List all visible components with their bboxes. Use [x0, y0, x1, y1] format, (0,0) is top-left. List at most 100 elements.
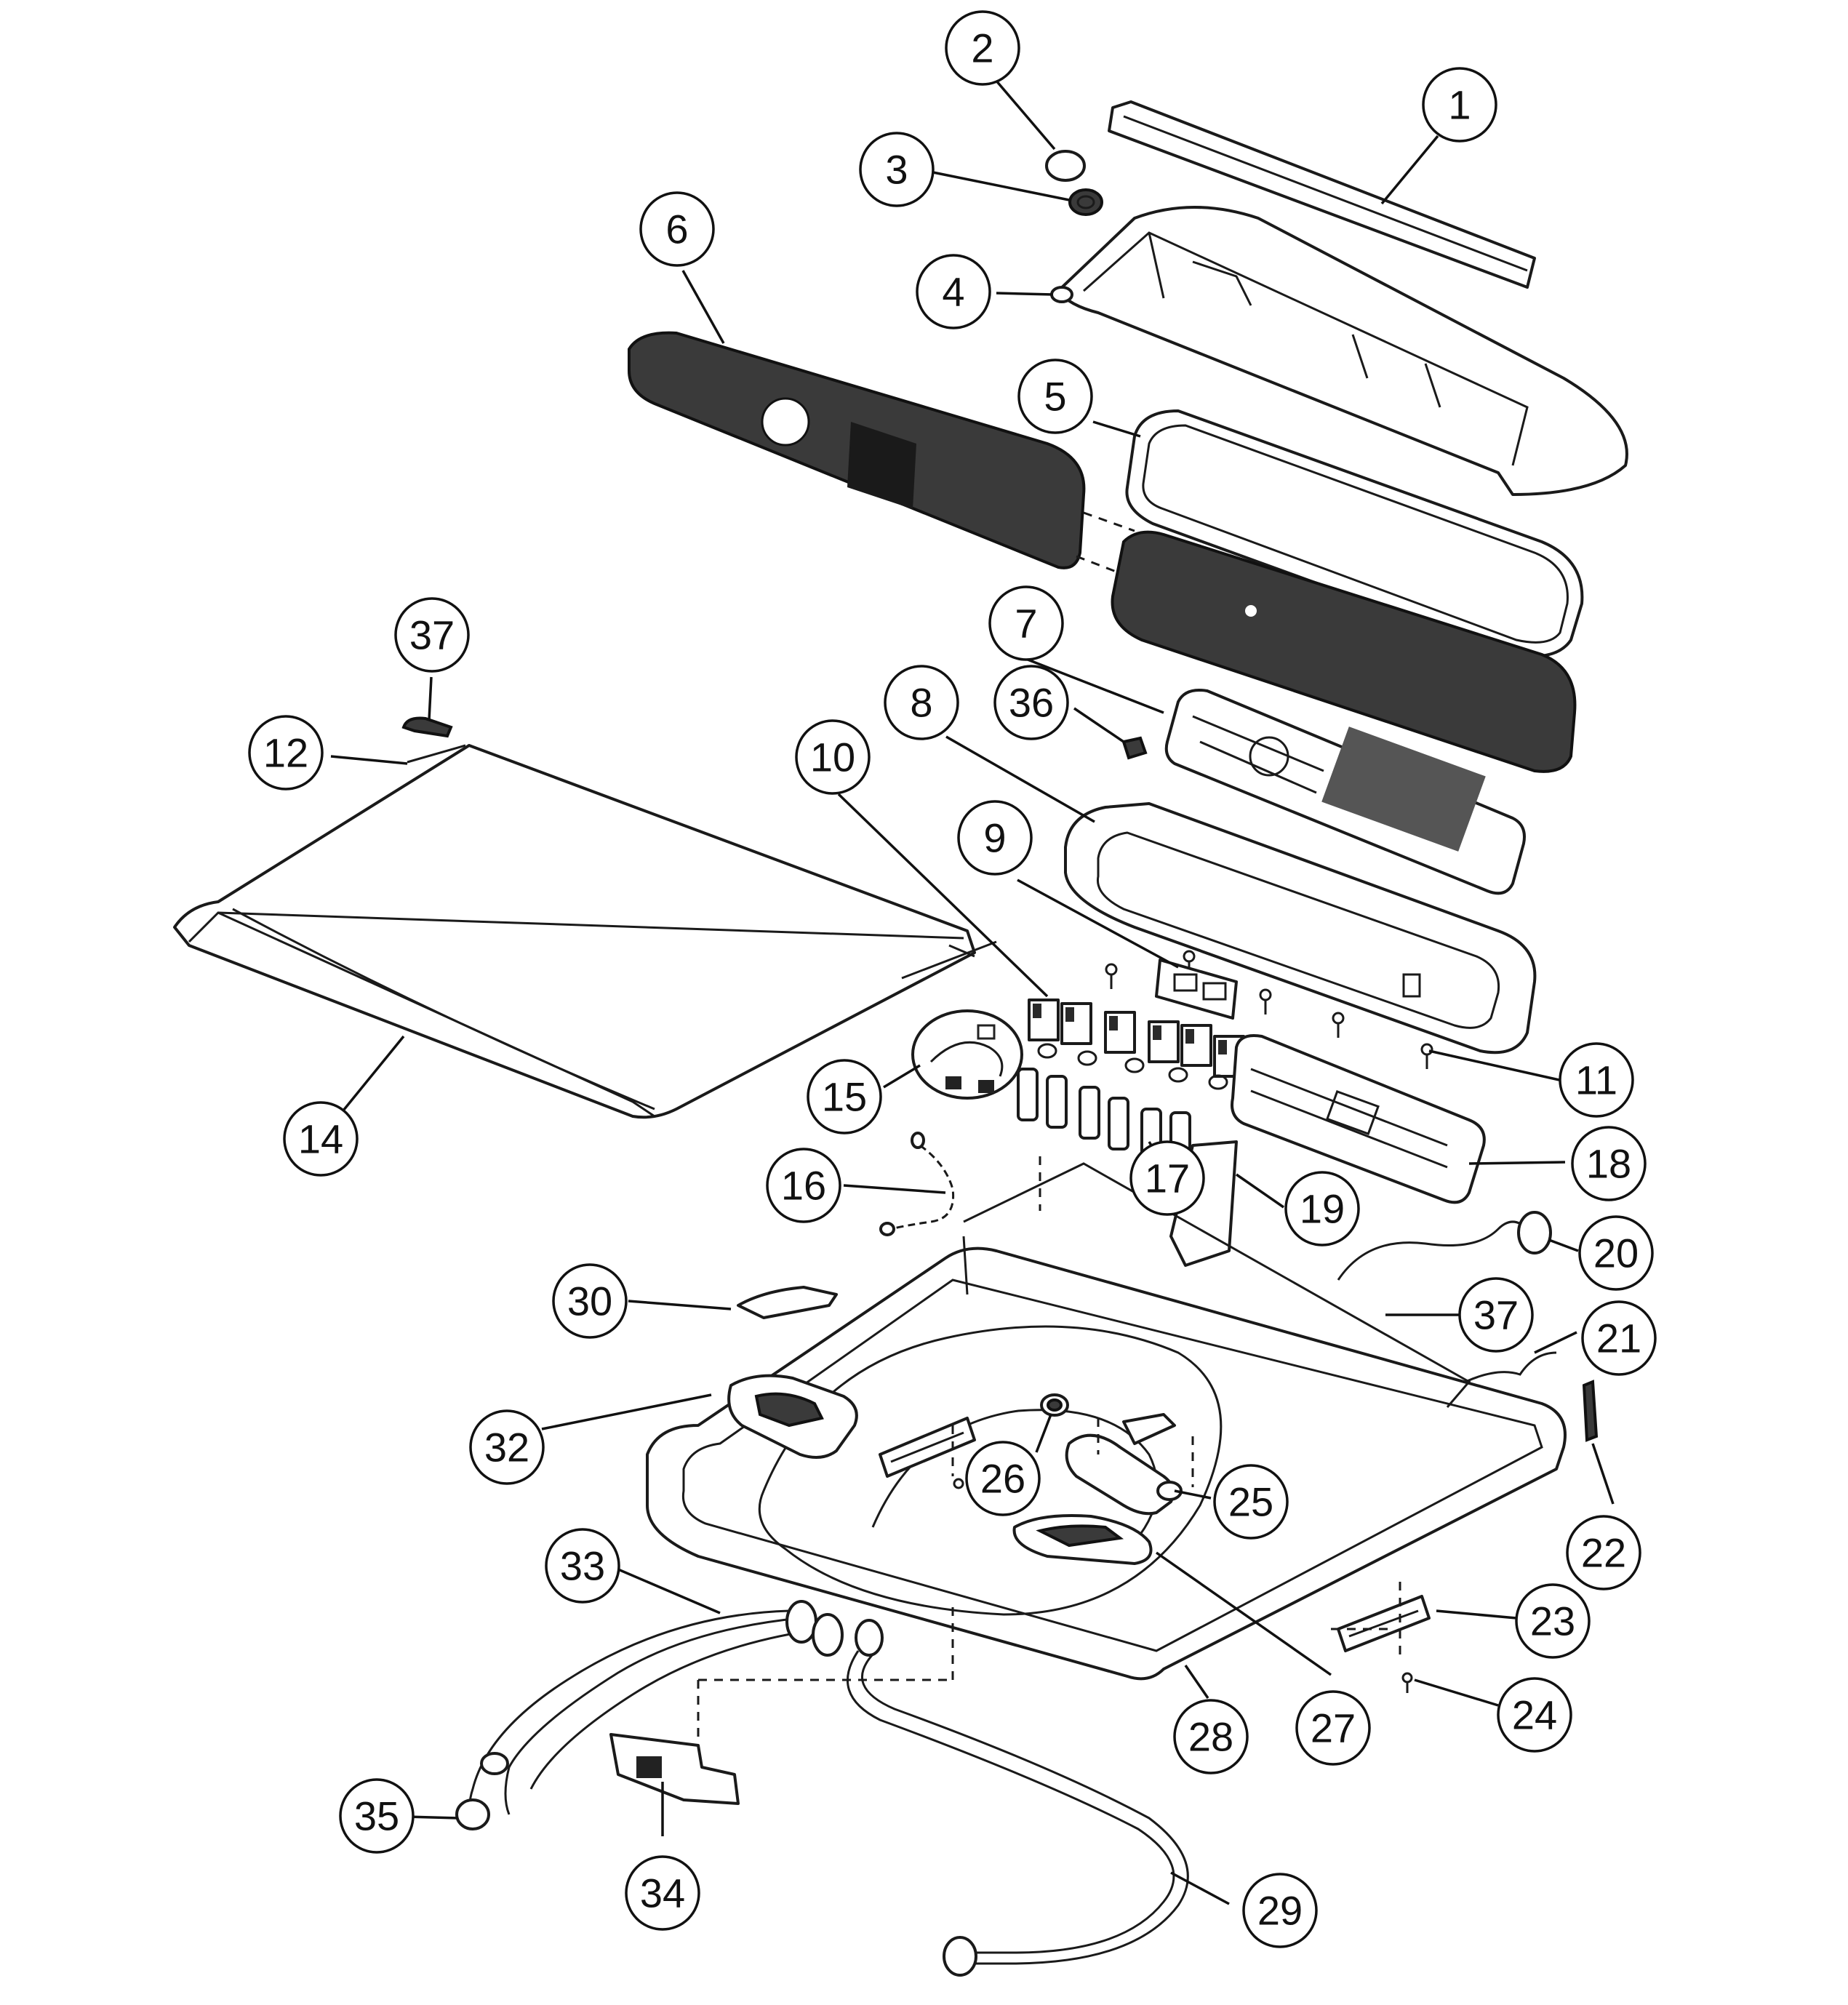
- leader-4: [996, 292, 1054, 296]
- callout-circle: [988, 585, 1064, 661]
- part-power-cord: [1337, 1211, 1552, 1281]
- callout-11: 11: [1559, 1042, 1634, 1118]
- callout-circle: [766, 1148, 841, 1223]
- part-sensor-assembly: [609, 1733, 740, 1805]
- callout-32: 32: [469, 1409, 545, 1485]
- parts-drawing: [173, 100, 1628, 1977]
- callout-2: 2: [945, 10, 1020, 86]
- callout-37a: 37: [394, 597, 470, 673]
- part-drain-hose: [847, 1619, 1189, 1977]
- part-clip: [1121, 736, 1148, 760]
- leader-5: [1092, 420, 1141, 438]
- callout-circle: [1422, 67, 1497, 143]
- callout-circle: [1559, 1042, 1634, 1118]
- part-hinge-left: [879, 1417, 976, 1489]
- callout-18: 18: [1571, 1126, 1647, 1201]
- part-window-frame: [1125, 409, 1584, 658]
- callout-circle: [1581, 1300, 1657, 1376]
- callout-circle: [1515, 1583, 1591, 1659]
- callout-19: 19: [1284, 1171, 1360, 1246]
- leader-36: [1073, 707, 1124, 743]
- callout-label: 24: [1512, 1692, 1557, 1738]
- part-bracket: [1155, 959, 1238, 1020]
- part-dispenser: [727, 1374, 858, 1459]
- callout-label: 37: [1473, 1292, 1519, 1338]
- part-latch: [1582, 1380, 1599, 1442]
- callout-20: 20: [1578, 1215, 1654, 1291]
- callout-36: 36: [993, 665, 1069, 740]
- callout-label: 22: [1581, 1530, 1626, 1576]
- leader-2: [994, 79, 1056, 151]
- callout-label: 2: [971, 25, 993, 71]
- callout-17: 17: [1129, 1140, 1205, 1216]
- callout-label: 4: [942, 269, 964, 315]
- leader-12: [330, 755, 408, 765]
- leader-6: [681, 270, 725, 344]
- callout-circle: [1497, 1677, 1572, 1753]
- callout-label: 32: [484, 1425, 529, 1470]
- callout-circle: [859, 132, 935, 207]
- leader-1: [1380, 135, 1439, 205]
- leader-16: [843, 1184, 946, 1194]
- callout-29: 29: [1242, 1873, 1318, 1948]
- callout-label: 19: [1300, 1186, 1345, 1232]
- part-drain-tube: [1465, 1351, 1557, 1383]
- part-sensor-wire: [879, 1132, 955, 1236]
- callout-circle: [469, 1409, 545, 1485]
- part-knob: [1045, 150, 1103, 216]
- callout-circle: [807, 1059, 882, 1134]
- callout-circle: [884, 665, 959, 740]
- callout-circle: [957, 800, 1033, 876]
- leader-7: [1023, 657, 1164, 714]
- leader-30: [628, 1300, 732, 1310]
- callout-21: 21: [1581, 1300, 1657, 1376]
- callout-label: 37: [409, 612, 455, 658]
- callout-9: 9: [957, 800, 1033, 876]
- callout-label: 29: [1257, 1888, 1303, 1934]
- leader-15: [883, 1064, 921, 1089]
- callout-label: 27: [1311, 1705, 1356, 1751]
- part-trim-strip: [1108, 100, 1536, 289]
- callout-30: 30: [552, 1263, 628, 1339]
- part-control-panel: [628, 331, 1086, 569]
- callout-8: 8: [884, 665, 959, 740]
- leader-18: [1468, 1161, 1566, 1165]
- callout-circle: [1295, 1690, 1371, 1766]
- callout-circle: [795, 719, 871, 795]
- guide-lines-panel: [1076, 511, 1135, 576]
- callout-3: 3: [859, 132, 935, 207]
- leader-33: [612, 1566, 721, 1614]
- leader-24: [1414, 1678, 1499, 1707]
- callout-circle: [916, 254, 991, 329]
- leader-11: [1428, 1049, 1560, 1081]
- part-bleach-dispenser: [1012, 1514, 1153, 1565]
- callout-label: 5: [1044, 374, 1066, 420]
- leader-8: [945, 735, 1095, 823]
- callout-label: 12: [263, 730, 308, 776]
- callout-circle: [1284, 1171, 1360, 1246]
- leader-9: [1017, 879, 1179, 969]
- leader-10: [837, 793, 1049, 998]
- leader-29: [1170, 1871, 1230, 1905]
- callout-34: 34: [625, 1855, 700, 1931]
- part-nut: [1040, 1393, 1069, 1417]
- callout-circle: [1173, 1699, 1249, 1774]
- part-pipe: [1065, 1413, 1183, 1516]
- callout-label: 30: [567, 1278, 612, 1324]
- callout-circle: [1213, 1464, 1289, 1540]
- callout-circle: [1578, 1215, 1654, 1291]
- callout-label: 8: [910, 680, 932, 726]
- part-main-board: [1231, 1034, 1486, 1204]
- leader-27: [1155, 1551, 1332, 1676]
- callout-label: 7: [1015, 601, 1037, 647]
- part-hinge-right: [1337, 1595, 1431, 1693]
- callout-label: 21: [1596, 1316, 1641, 1361]
- leader-20: [1548, 1238, 1579, 1252]
- callout-label: 1: [1448, 82, 1471, 128]
- callout-label: 26: [980, 1456, 1025, 1502]
- callout-label: 6: [665, 207, 688, 252]
- callout-label: 36: [1009, 680, 1054, 726]
- callout-28: 28: [1173, 1699, 1249, 1774]
